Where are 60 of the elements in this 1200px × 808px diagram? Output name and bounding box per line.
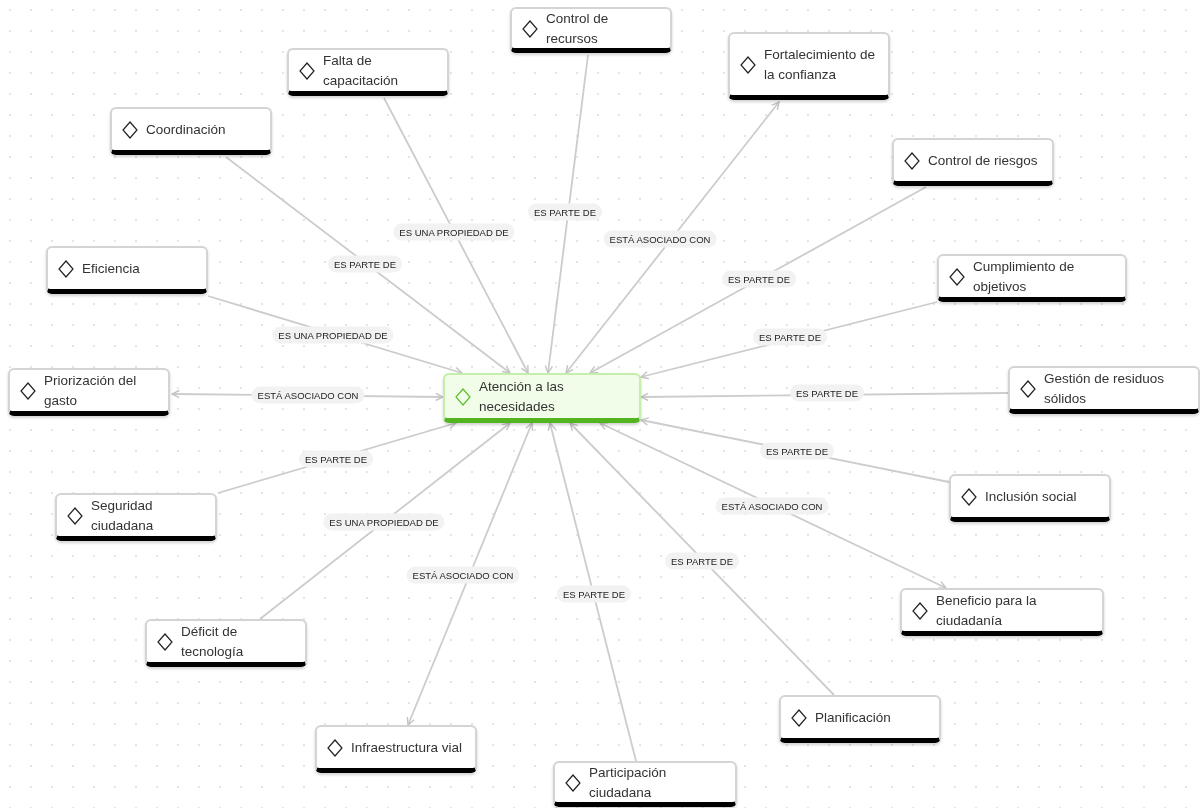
node-label: Atención a las necesidades bbox=[479, 377, 565, 416]
arrow bbox=[547, 422, 637, 762]
concept-box bbox=[553, 761, 737, 807]
arrow bbox=[569, 422, 835, 696]
node-label: Déficit de tecnología bbox=[181, 622, 245, 661]
edge-label: ES PARTE DE bbox=[790, 384, 864, 402]
node-label: Control de recursos bbox=[546, 9, 610, 48]
arrow bbox=[225, 156, 511, 374]
concept-box bbox=[728, 32, 890, 100]
node-label: Participación ciudadana bbox=[589, 763, 668, 802]
edge-label: ES PARTE DE bbox=[753, 328, 827, 346]
concept-box bbox=[287, 48, 449, 96]
concept-box bbox=[1008, 366, 1200, 414]
edge-label: ESTÁ ASOCIADO CON bbox=[251, 386, 365, 404]
arrow bbox=[599, 422, 947, 589]
edge-label: ES PARTE DE bbox=[328, 255, 402, 273]
concept-box bbox=[315, 725, 477, 773]
edge-label: ES PARTE DE bbox=[760, 442, 834, 460]
concept-box bbox=[145, 619, 307, 667]
concept-box bbox=[892, 138, 1054, 186]
concept-box bbox=[900, 588, 1104, 636]
node-label: Control de riesgos bbox=[928, 151, 1038, 170]
node-label: Eficiencia bbox=[82, 259, 140, 278]
edge-label: ES PARTE DE bbox=[722, 270, 796, 288]
node-label: Beneficio para la ciudadanía bbox=[936, 591, 1038, 630]
arrow bbox=[406, 422, 534, 726]
node-label: Gestión de residuos sólidos bbox=[1044, 369, 1166, 408]
node-label: Planificación bbox=[815, 708, 891, 727]
arrow bbox=[544, 54, 589, 374]
node-label: Coordinación bbox=[146, 120, 226, 139]
edge-label: ESTÁ ASOCIADO CON bbox=[603, 230, 717, 248]
concept-box bbox=[55, 493, 217, 541]
arrow bbox=[589, 186, 927, 374]
edge-label: ESTÁ ASOCIADO CON bbox=[406, 566, 520, 584]
concept-box bbox=[46, 246, 208, 294]
arrow bbox=[259, 422, 511, 620]
edge-label: ES UNA PROPIEDAD DE bbox=[272, 326, 394, 344]
node-label: Cumplimiento de objetivos bbox=[973, 257, 1076, 296]
node-label: Infraestructura vial bbox=[351, 738, 463, 757]
concept-box bbox=[949, 474, 1111, 522]
arrow bbox=[383, 97, 529, 374]
edge-label: ES PARTE DE bbox=[299, 450, 373, 468]
edge-label: ES UNA PROPIEDAD DE bbox=[393, 223, 515, 241]
edge-label: ESTÁ ASOCIADO CON bbox=[715, 497, 829, 515]
edge-label: ES PARTE DE bbox=[528, 203, 602, 221]
edge-label: ES PARTE DE bbox=[665, 552, 739, 570]
node-label: Inclusión social bbox=[985, 487, 1077, 506]
edge-label: ES UNA PROPIEDAD DE bbox=[323, 513, 445, 531]
arrow bbox=[565, 101, 780, 374]
concept-box bbox=[779, 695, 941, 743]
concept-box bbox=[510, 7, 672, 53]
node-label: Priorización del gasto bbox=[44, 371, 138, 410]
concept-box bbox=[110, 107, 272, 155]
node-label: Seguridad ciudadana bbox=[91, 496, 155, 535]
concept-box bbox=[8, 368, 170, 416]
node-label: Falta de capacitación bbox=[323, 51, 400, 90]
node-label: Fortalecimiento de la confianza bbox=[764, 45, 877, 84]
concept-box bbox=[443, 373, 641, 423]
concept-box bbox=[937, 254, 1127, 302]
edge-label: ES PARTE DE bbox=[557, 585, 631, 603]
